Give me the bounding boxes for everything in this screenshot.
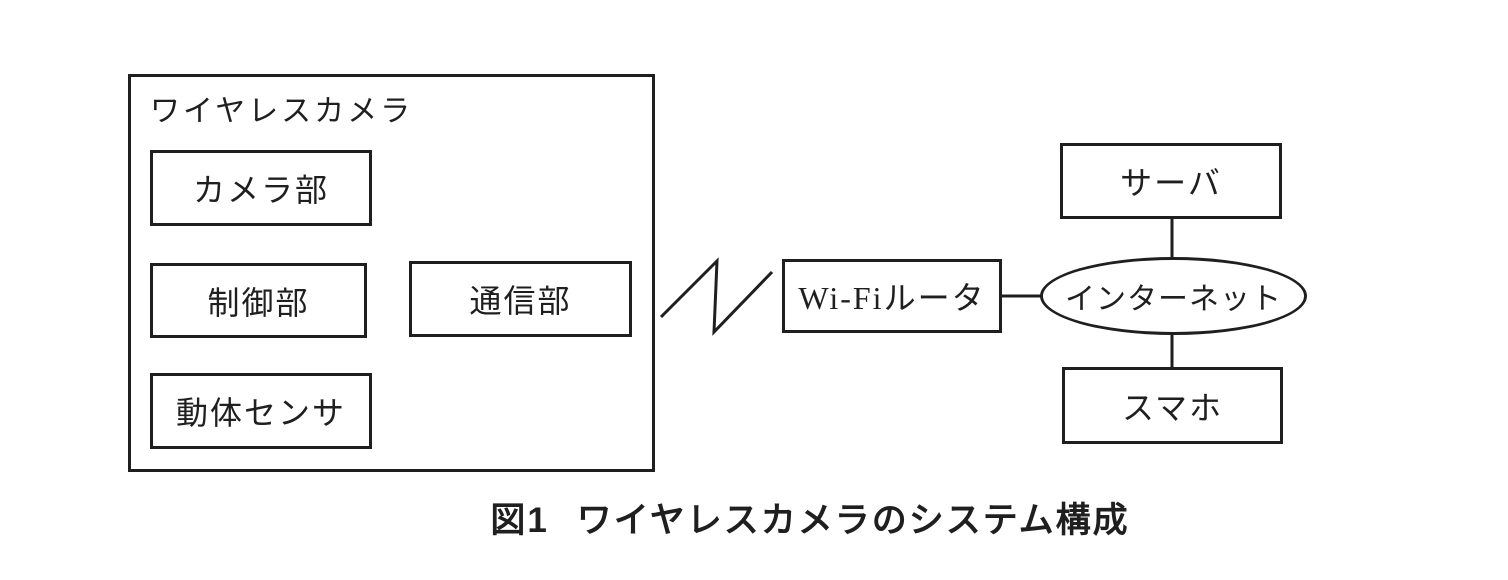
node-motion-sensor: 動体センサ xyxy=(150,373,372,449)
node-server-label: サーバ xyxy=(1120,165,1222,201)
node-communication-unit: 通信部 xyxy=(409,261,632,337)
figure-caption: 図1 ワイヤレスカメラのシステム構成 xyxy=(400,492,1220,543)
node-motion-sensor-label: 動体センサ xyxy=(175,395,346,431)
node-wifi-router: Wi-Fiルータ xyxy=(782,259,1002,333)
figure-caption-number: 図1 xyxy=(490,501,549,540)
node-control-unit: 制御部 xyxy=(150,263,367,338)
node-smartphone: スマホ xyxy=(1062,367,1283,444)
node-camera-unit-label: カメラ部 xyxy=(192,172,329,208)
node-internet-label: インターネット xyxy=(1065,283,1282,316)
node-communication-unit-label: 通信部 xyxy=(469,283,572,319)
node-smartphone-label: スマホ xyxy=(1121,389,1224,426)
node-control-unit-label: 制御部 xyxy=(207,284,310,321)
node-camera-unit: カメラ部 xyxy=(150,150,372,226)
node-server: サーバ xyxy=(1060,143,1282,219)
wireless-camera-group-label: ワイヤレスカメラ xyxy=(150,95,414,128)
node-internet: インターネット xyxy=(1040,257,1307,335)
wireless-zigzag-icon xyxy=(659,257,774,336)
node-wifi-router-label: Wi-Fiルータ xyxy=(798,280,986,316)
figure-caption-title: ワイヤレスカメラのシステム構成 xyxy=(576,501,1130,540)
